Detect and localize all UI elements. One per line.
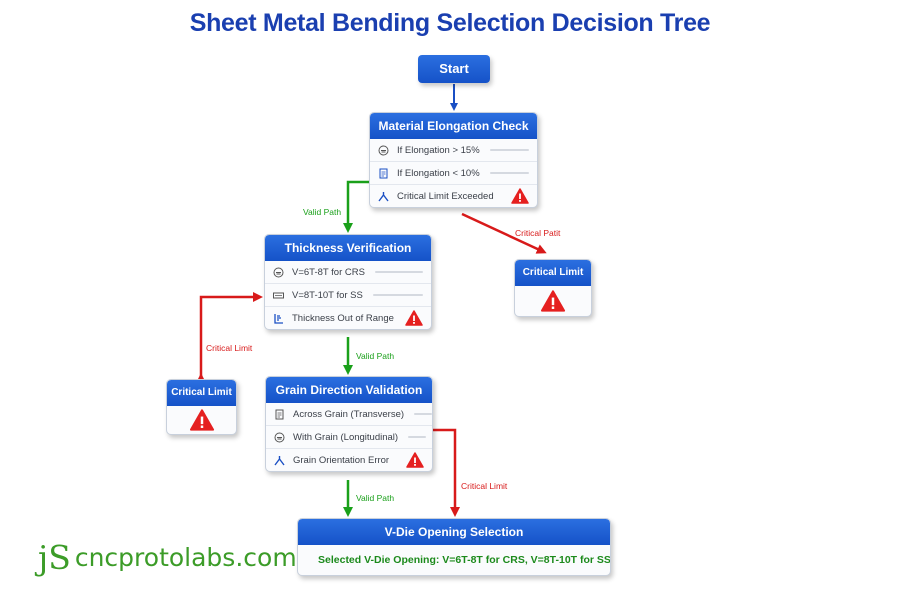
start-node[interactable]: Start (418, 55, 490, 83)
row-divider (374, 271, 423, 273)
list-item: Thickness Out of Range (265, 307, 431, 329)
warning-icon (405, 310, 423, 326)
row-divider (408, 436, 427, 438)
warning-icon (406, 452, 424, 468)
row-divider (489, 149, 529, 151)
row-divider (372, 294, 423, 296)
row-label: V=8T-10T for SS (292, 289, 363, 301)
sheet-icon (273, 290, 284, 301)
node-header: Grain Direction Validation (266, 377, 432, 403)
row-divider (489, 172, 529, 174)
row-label: V=6T-8T for CRS (292, 266, 365, 278)
ruler-icon (273, 313, 284, 324)
edge-label-valid-path: Valid Path (356, 493, 395, 503)
thickness-verification-node[interactable]: Thickness Verification V=6T-8T for CRS V… (264, 234, 432, 330)
list-item: Across Grain (Transverse) (266, 403, 432, 426)
list-item: With Grain (Longitudinal) (266, 426, 432, 449)
brand-logo: jS cncprotolabs.com (38, 541, 297, 574)
node-header: Critical Limit (515, 260, 591, 286)
row-divider (414, 413, 432, 415)
gauge-icon (378, 145, 389, 156)
node-header: Critical Limit (167, 380, 236, 406)
edge-grain-to-critical (430, 428, 460, 517)
warning-icon (511, 188, 529, 204)
document-icon (378, 168, 389, 179)
document-icon (274, 409, 285, 420)
node-header: Material Elongation Check (370, 113, 537, 139)
node-header: V-Die Opening Selection (298, 519, 610, 545)
edge-material-to-thickness (343, 180, 370, 233)
edge-label-valid-path: Valid Path (303, 207, 342, 217)
edge-label-critical-limit: Critical Limit (206, 343, 253, 353)
edge-material-to-critical (461, 212, 547, 254)
node-header: Thickness Verification (265, 235, 431, 261)
row-label: If Elongation > 15% (397, 144, 480, 156)
vdie-result-text: Selected V-Die Opening: V=6T-8T for CRS,… (318, 554, 611, 566)
warning-icon (189, 409, 214, 431)
row-label: Thickness Out of Range (292, 312, 394, 324)
edge-critical-loop (196, 292, 263, 383)
list-item: If Elongation < 10% (370, 162, 537, 185)
critical-limit-node-right[interactable]: Critical Limit (514, 259, 592, 317)
list-item: Grain Orientation Error (266, 449, 432, 471)
critical-limit-node-left[interactable]: Critical Limit (166, 379, 237, 435)
row-label: If Elongation < 10% (397, 167, 480, 179)
list-item: V=8T-10T for SS (265, 284, 431, 307)
page-title: Sheet Metal Bending Selection Decision T… (189, 9, 711, 37)
bend-icon (378, 191, 389, 202)
edge-label-valid-path: Valid Path (356, 351, 395, 361)
list-item: V=6T-8T for CRS (265, 261, 431, 284)
list-item: Critical Limit Exceeded (370, 185, 537, 207)
row-label: With Grain (Longitudinal) (293, 431, 399, 443)
row-label: Across Grain (Transverse) (293, 408, 405, 420)
edge-label-critical-limit: Critical Limit (461, 481, 508, 491)
gauge-icon (274, 432, 285, 443)
logo-mark: jS (38, 538, 71, 577)
warning-icon (540, 290, 566, 312)
material-elongation-node[interactable]: Material Elongation Check If Elongation … (369, 112, 538, 208)
row-label: Critical Limit Exceeded (397, 190, 494, 202)
list-item: If Elongation > 15% (370, 139, 537, 162)
logo-text: cncprotolabs.com (74, 543, 297, 572)
row-label: Grain Orientation Error (293, 454, 390, 466)
gauge-icon (273, 267, 284, 278)
edge-label-critical-path: Critical Patit (515, 228, 561, 238)
grain-direction-node[interactable]: Grain Direction Validation Across Grain … (265, 376, 433, 472)
bend-icon (274, 455, 285, 466)
vdie-opening-node[interactable]: V-Die Opening Selection Selected V-Die O… (297, 518, 611, 576)
